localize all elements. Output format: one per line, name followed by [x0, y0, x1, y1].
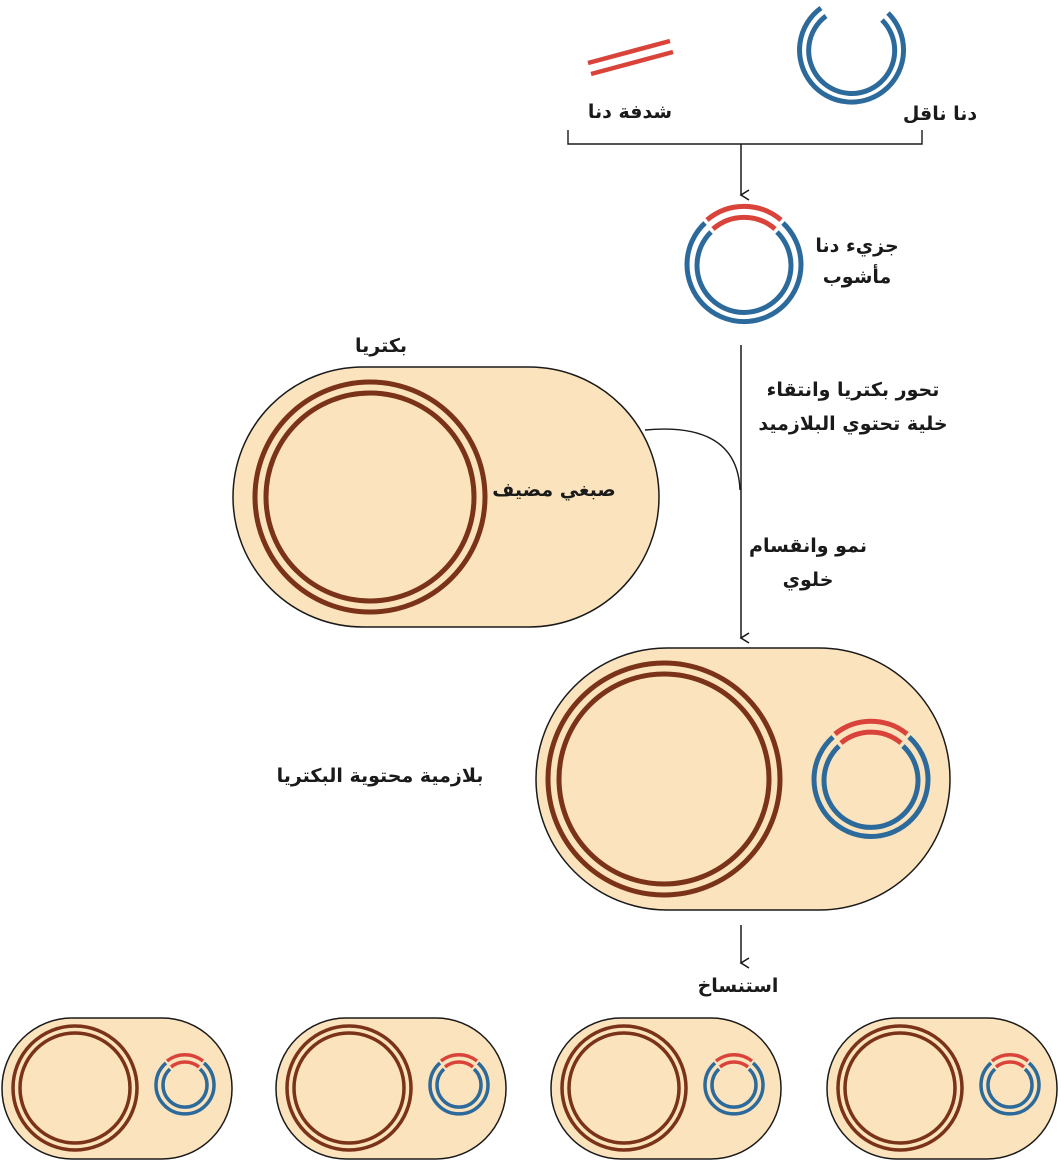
recombinant-label-line1: جزيء دنا: [815, 235, 898, 258]
vector-dna: [797, 5, 907, 105]
host-bacterium: [232, 366, 660, 628]
dna-fragment: [587, 38, 674, 77]
bacterium-connector-line: [644, 428, 741, 491]
transform-label-line2: خلية تحتوي البلازميد: [758, 413, 947, 436]
cloning-label: استنساخ: [698, 975, 779, 997]
plasmid: [811, 718, 931, 839]
recombinant-dna-molecule: [684, 203, 804, 325]
transform-label-line1: تحور بكتريا وانتقاء: [767, 379, 940, 401]
cloned-bacterium-2: [275, 1017, 507, 1160]
growth-label-line1: نمو وانقسام: [749, 535, 867, 557]
growth-label-line2: خلوي: [783, 569, 834, 592]
cloned-bacterium-4: [826, 1017, 1058, 1160]
host-chromosome-label: صبغي مضيف: [492, 479, 616, 501]
combine-brace: [567, 130, 923, 145]
plasmid-bacterium: [535, 647, 951, 911]
bacteria-label: بكتريا: [355, 335, 407, 357]
recombinant-label-line2: مأشوب: [823, 264, 892, 288]
cloned-bacterium-3: [550, 1017, 782, 1160]
plasmid-bacteria-label: بلازمية محتوية البكتريا: [277, 765, 484, 787]
cloned-bacterium-1: [1, 1017, 233, 1160]
dna-fragment-label: شدفة دنا: [588, 101, 672, 123]
vector-dna-label: دنا ناقل: [903, 103, 978, 125]
